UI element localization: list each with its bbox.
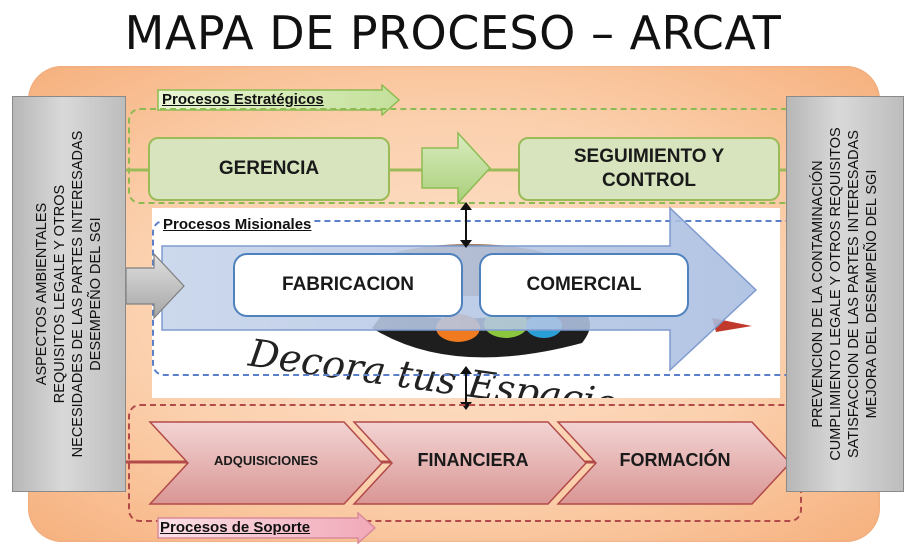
formacion-label: FORMACIÓN (619, 450, 731, 470)
output-line-2: CUMPLIMIENTO LEGALE Y OTROS REQUISITOS (828, 127, 844, 461)
input-line-4: DESEMPEÑO DEL SGI (88, 217, 104, 371)
seguimiento-control-box: SEGUIMIENTO Y CONTROL (518, 137, 780, 201)
adquisiciones-chevron (148, 421, 384, 505)
financiera-label: FINANCIERA (417, 450, 529, 470)
strategic-label-arrow (157, 84, 401, 116)
fabricacion-box: FABRICACION (233, 253, 463, 317)
comercial-label: COMERCIAL (526, 274, 642, 295)
missional-processes-label: Procesos Misionales (160, 216, 315, 233)
adquisiciones-label: ADQUISICIONES (213, 453, 318, 468)
outputs-box: PREVENCION DE LA CONTAMINACIÓN CUMPLIMIE… (786, 96, 904, 492)
strategic-big-arrow (421, 131, 492, 205)
input-line-3: NECESIDADES DE LAS PARTES INTERESADAS (70, 130, 86, 458)
output-line-1: PREVENCION DE LA CONTAMINACIÓN (810, 160, 826, 428)
support-processes-label: Procesos de Soporte (160, 519, 311, 536)
formacion-chevron (556, 421, 792, 505)
seguimiento-label-line1: SEGUIMIENTO Y (573, 146, 725, 167)
support-chevrons (148, 421, 792, 505)
strategic-missional-connector (460, 202, 472, 248)
financiera-chevron (352, 421, 588, 505)
gerencia-label: GERENCIA (218, 158, 320, 179)
input-line-1: ASPECTOS AMBIENTALES (34, 202, 50, 386)
output-line-4: MEJORA DEL DESEMPEÑO DEL SGI (864, 169, 880, 419)
comercial-box: COMERCIAL (479, 253, 689, 317)
inputs-box: ASPECTOS AMBIENTALES REQUISITOS LEGALE Y… (12, 96, 126, 492)
strategic-processes-label: Procesos Estratégicos (162, 91, 324, 108)
page-title: MAPA DE PROCESO – ARCAT (124, 6, 782, 60)
seguimiento-label-line2: CONTROL (602, 170, 696, 191)
input-line-2: REQUISITOS LEGALE Y OTROS (52, 184, 68, 404)
fabricacion-label: FABRICACION (282, 274, 414, 295)
gerencia-box: GERENCIA (148, 137, 390, 201)
support-label-arrow (157, 512, 377, 544)
input-arrow (125, 252, 185, 320)
output-line-3: SATISFACCION DE LAS PARTES INTERESADAS (846, 130, 862, 458)
